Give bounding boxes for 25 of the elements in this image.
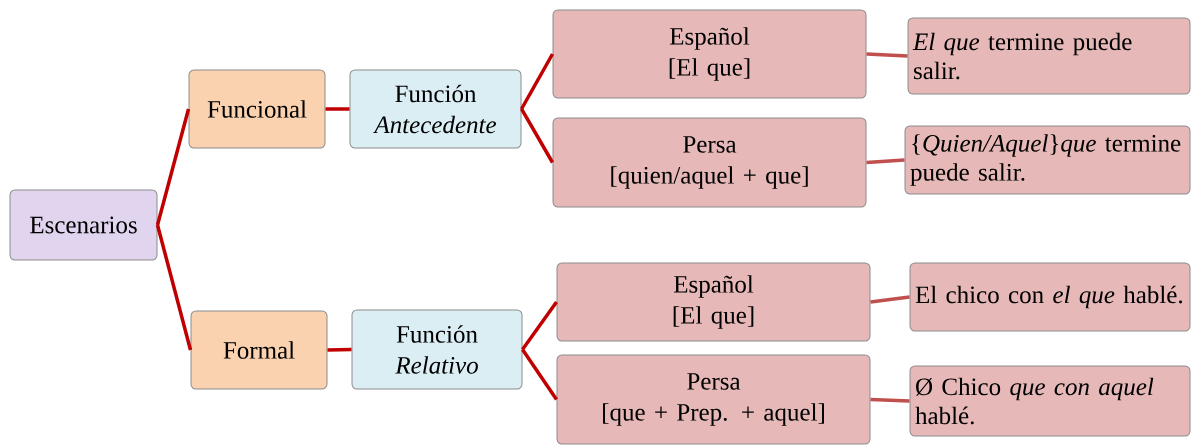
- concept-box: Funcional: [188, 69, 326, 149]
- connector-line: [866, 158, 905, 165]
- concept-box: Función Antecedente: [349, 69, 522, 149]
- concept-box: Escenarios: [9, 189, 158, 261]
- connector-line: [870, 397, 910, 403]
- example-box: {Quien/Aquel}que termine puede salir.: [904, 125, 1191, 195]
- concept-box: Español [El que]: [556, 262, 871, 342]
- example-box: Ø Chico que con aquel hablé.: [909, 365, 1191, 437]
- connector-line: [520, 53, 555, 110]
- connector-line: [155, 108, 191, 226]
- connector-line: [870, 295, 910, 304]
- concept-box: Español [El que]: [552, 9, 867, 99]
- connector-line: [521, 300, 558, 351]
- example-box: El chico con el que hablé.: [909, 262, 1191, 332]
- connector-line: [327, 347, 352, 352]
- connector-line: [866, 52, 908, 58]
- connector-line: [155, 224, 193, 351]
- concept-box: Persa [quien/aquel + que]: [552, 117, 867, 208]
- concept-box: Persa [que + Prep. + aquel]: [556, 354, 871, 445]
- connector-line: [325, 107, 350, 111]
- concept-box: Función Relativo: [351, 309, 523, 390]
- connector-line: [521, 348, 558, 401]
- example-box: El que termine puede salir.: [907, 17, 1191, 95]
- connector-line: [520, 108, 555, 164]
- concept-box: Formal: [190, 310, 328, 390]
